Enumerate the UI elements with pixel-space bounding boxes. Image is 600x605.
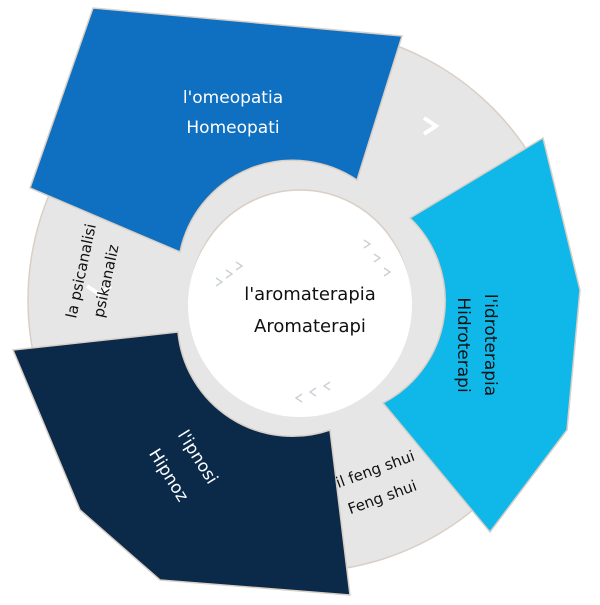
segment-homeopathy-label-1: l'omeopatia [183, 88, 283, 108]
ring-arrow-icon [85, 284, 113, 297]
segment-hypnosis: l'ipnosi Hipnoz [11, 331, 351, 596]
segment-hydrotherapy: l'idroterapia Hidroterapi [381, 136, 581, 534]
flow-chevrons-icon [215, 239, 392, 403]
center-hub: l'aromaterapia Aromaterapi [188, 193, 412, 417]
segment-hydrotherapy-label-2: Hidroterapi [453, 297, 473, 392]
center-label-2: Aromaterapi [254, 316, 366, 337]
center-label-1: l'aromaterapia [244, 284, 376, 305]
segment-hydrotherapy-label-1: l'idroterapia [480, 294, 500, 396]
segment-homeopathy: l'omeopatia Homeopati [29, 7, 403, 254]
segment-homeopathy-label-2: Homeopati [186, 118, 279, 138]
ring-arrow-icon [422, 116, 440, 136]
